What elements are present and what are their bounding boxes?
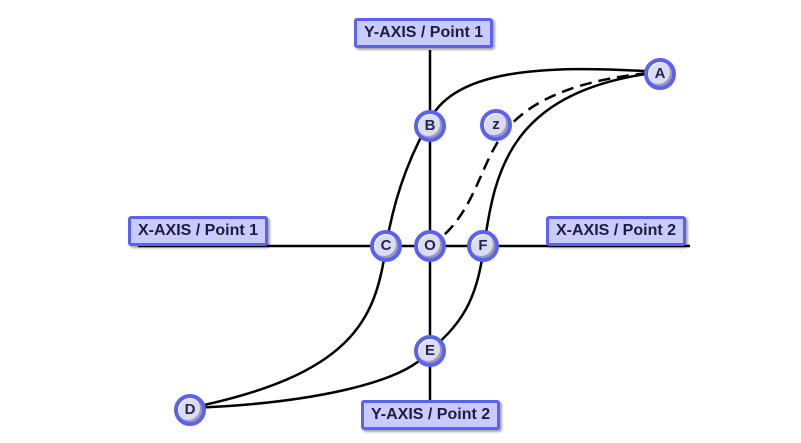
x-axis-right-label: X-AXIS / Point 2 (546, 216, 687, 246)
node-b: B (414, 110, 446, 142)
y-axis-bottom-label: Y-AXIS / Point 2 (361, 400, 501, 430)
node-o: O (414, 230, 446, 262)
descending-branch (189, 67, 661, 410)
node-e: E (414, 335, 446, 367)
node-d: D (174, 394, 206, 426)
node-f: F (467, 230, 499, 262)
node-a: A (644, 58, 676, 90)
y-axis-top-label: Y-AXIS / Point 1 (354, 18, 494, 48)
node-c: C (370, 230, 402, 262)
ascending-branch (189, 70, 661, 410)
node-z: z (480, 109, 512, 141)
initial-curve-dashed (429, 70, 661, 248)
x-axis-left-label: X-AXIS / Point 1 (128, 216, 269, 246)
